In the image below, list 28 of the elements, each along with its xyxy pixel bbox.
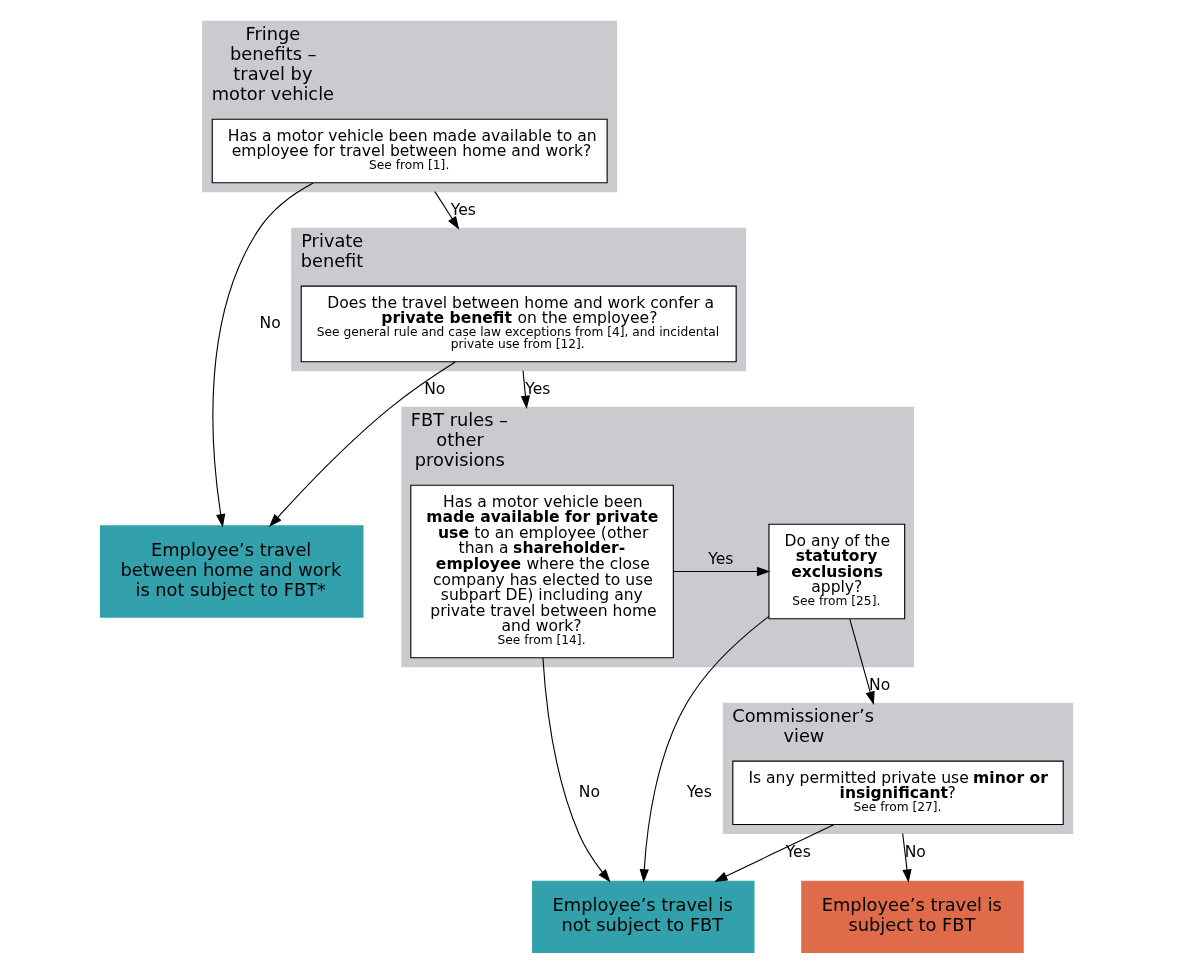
- edge-label: No: [259, 314, 281, 333]
- node-box: Employee’s travel is not subject to FBT: [532, 880, 755, 954]
- node-box: Employee’s travel is subject to FBT: [801, 880, 1024, 954]
- edge-label: Yes: [525, 380, 551, 399]
- node-box: Is any permitted private use minor or insignificant? See from [27].: [732, 760, 1064, 826]
- arrow: [542, 657, 611, 883]
- node-box: Do any of the statutory exclusions apply? See from [25].: [768, 523, 906, 620]
- edge-label: Yes: [785, 843, 811, 862]
- arrow: [902, 832, 912, 883]
- arrow: [520, 370, 531, 410]
- arrow: [212, 182, 314, 528]
- arrow: [714, 824, 835, 882]
- node-box: Employee’s travel between home and work is not subject to FBT*: [99, 525, 364, 618]
- edge-label: Yes: [450, 201, 476, 220]
- edge-label: Yes: [686, 782, 712, 801]
- arrow: [672, 566, 771, 577]
- edge-label: No: [578, 782, 600, 801]
- node-box: Does the travel between home and work confer a private benefit on the employee? See general rule and case law exceptions from [4], and incidental private use from [12].: [300, 285, 737, 363]
- arrow: [849, 618, 875, 705]
- edge-label: No: [869, 676, 891, 695]
- node-box: Has a motor vehicle been made available to an employee for travel between home and work? See from [1].: [211, 118, 608, 184]
- node-box: Has a motor vehicle been made available for private use to an employee (other than a shareholder-employee where the close company has elected to use subpart DE) including any private travel between home and work? See from [14].: [410, 484, 674, 659]
- arrow: [639, 615, 770, 883]
- edge-label: No: [424, 380, 446, 399]
- edge-label: No: [904, 843, 926, 862]
- edge-label: Yes: [708, 549, 734, 568]
- arrow: [269, 361, 456, 528]
- arrow: [434, 191, 460, 230]
